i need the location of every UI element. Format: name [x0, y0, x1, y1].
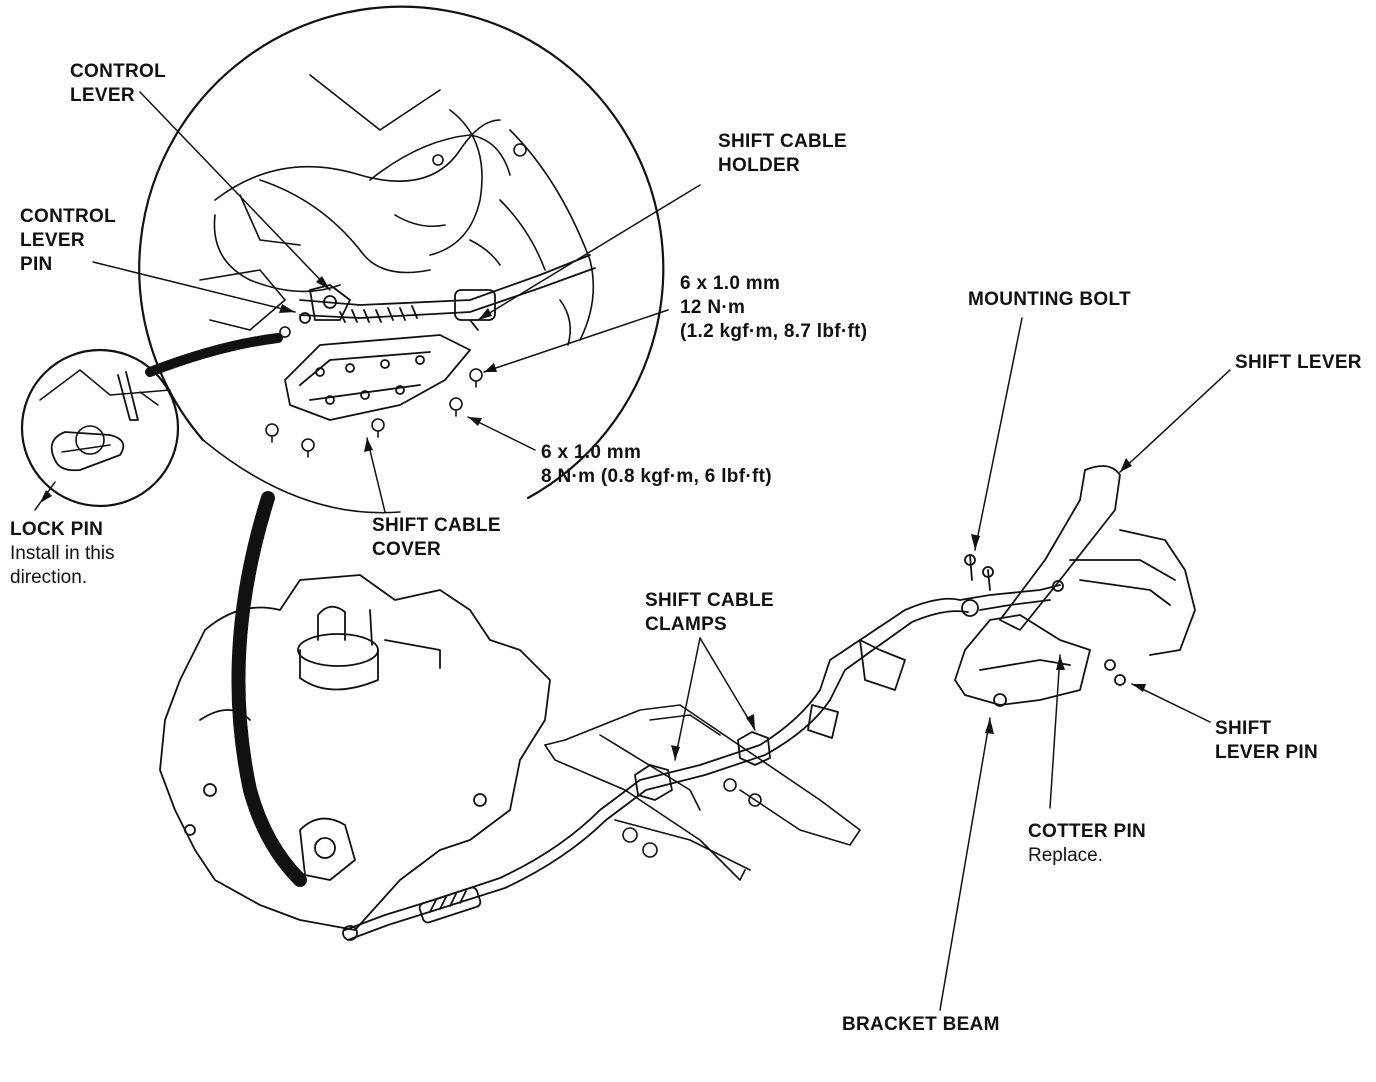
leader-bracket-beam: [939, 717, 991, 1011]
shift-cable-cover-shape: [284, 334, 471, 421]
detail-bolts: [265, 326, 483, 458]
connector-bands: [145, 333, 307, 887]
label-torque-lower: 6 x 1.0 mm 8 N·m (0.8 kgf·m, 6 lbf·ft): [541, 442, 772, 487]
cable-clamps: [634, 731, 771, 801]
leader-torque-upper: [483, 309, 669, 373]
label-mounting-bolt: MOUNTING BOLT: [968, 289, 1131, 310]
leader-shift-lever: [1119, 369, 1231, 473]
shift-cable-run: [342, 597, 969, 941]
transmission-body: [159, 574, 551, 931]
label-shift-cable-holder: SHIFT CABLE HOLDER: [718, 131, 847, 176]
label-shift-lever-pin: SHIFT LEVER PIN: [1215, 718, 1318, 763]
leader-shift-lever-pin: [1131, 683, 1211, 723]
label-control-lever: CONTROL LEVER: [70, 61, 167, 106]
label-lock-pin: LOCK PIN Install in this direction.: [10, 519, 115, 588]
leader-clamp-2: [699, 637, 756, 731]
label-torque-upper: 6 x 1.0 mm 12 N·m (1.2 kgf·m, 8.7 lbf·ft…: [680, 273, 868, 342]
label-shift-lever: SHIFT LEVER: [1235, 352, 1362, 373]
label-shift-cable-cover: SHIFT CABLE COVER: [372, 515, 501, 560]
leader-control-lever: [139, 91, 331, 291]
leader-control-lever-pin: [92, 261, 296, 313]
detail-circle: [138, 5, 665, 514]
label-bracket-beam: BRACKET BEAM: [842, 1014, 1000, 1035]
arrowheads: [40, 276, 1146, 760]
label-cotter-pin: COTTER PIN Replace.: [1028, 821, 1147, 866]
bracket-beam-frame: [544, 704, 861, 881]
transmission-detail: [199, 74, 595, 346]
leader-clamp-1: [674, 637, 701, 761]
leader-shift-cable-holder: [477, 184, 701, 321]
leader-cotter-pin: [1049, 654, 1061, 809]
label-control-lever-pin: CONTROL LEVER PIN: [20, 206, 117, 275]
label-shift-cable-clamps: SHIFT CABLE CLAMPS: [645, 590, 774, 635]
lock-pin-detail-circle: [20, 348, 180, 508]
detail-cable: [299, 254, 596, 331]
leader-lines: [34, 91, 1231, 1011]
shift-lever-assembly: [954, 465, 1196, 707]
leader-mounting-bolt: [974, 317, 1023, 551]
